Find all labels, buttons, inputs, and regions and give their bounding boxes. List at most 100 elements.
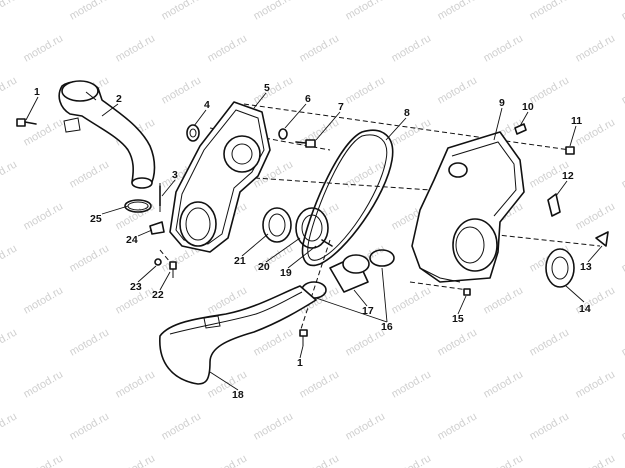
- watermark-text: motod.ru: [574, 200, 618, 232]
- callout-12: 12: [562, 170, 574, 182]
- watermark-text: motod.ru: [298, 452, 342, 468]
- watermark-text: motod.ru: [528, 326, 572, 358]
- watermark-text: motod.ru: [252, 410, 296, 442]
- label-10: [514, 123, 527, 135]
- sleeve-17: [329, 254, 370, 293]
- screw-1-top: [16, 118, 37, 127]
- watermark-text: motod.ru: [206, 452, 250, 468]
- watermark-text: motod.ru: [252, 326, 296, 358]
- callout-6: 6: [305, 93, 311, 105]
- bolt-7: [295, 139, 316, 148]
- watermark-text: motod.ru: [22, 452, 66, 468]
- callout-15: 15: [452, 313, 464, 325]
- washer-6: [278, 128, 288, 140]
- outer-cover-9: [411, 131, 525, 283]
- callout-1: 1: [34, 86, 40, 98]
- label-12: [547, 193, 561, 217]
- watermark-text: motod.ru: [620, 74, 625, 106]
- callout-11: 11: [571, 115, 582, 127]
- watermark-text: motod.ru: [528, 410, 572, 442]
- callout-16: 16: [381, 321, 393, 333]
- callout-5: 5: [264, 82, 270, 94]
- watermark-text: motod.ru: [68, 326, 112, 358]
- seal-21: [262, 207, 292, 243]
- callouts: 1 2 3 4 5 6 7 8 9 10 11 12 13 14 15 16 1…: [34, 82, 592, 401]
- watermark-text: motod.ru: [68, 158, 112, 190]
- watermark-text: motod.ru: [252, 0, 296, 23]
- callout-18: 18: [232, 389, 244, 401]
- watermark-text: motod.ru: [344, 74, 388, 106]
- inner-cover-5: [169, 101, 271, 253]
- watermark-text: motod.ru: [436, 74, 480, 106]
- clamp-16-right: [369, 249, 395, 267]
- callout-8: 8: [404, 107, 410, 119]
- nut-23: [154, 258, 162, 266]
- callout-23: 23: [130, 281, 142, 293]
- watermark-text: motod.ru: [114, 368, 158, 400]
- callout-4: 4: [204, 99, 210, 111]
- watermark-text: motod.ru: [22, 116, 66, 148]
- watermark-text: motod.ru: [620, 242, 625, 274]
- callout-19: 19: [280, 267, 292, 279]
- screw-15: [463, 288, 471, 296]
- drive-belt-8: [301, 129, 394, 267]
- watermark-text: motod.ru: [620, 0, 625, 23]
- watermark-text: motod.ru: [344, 158, 388, 190]
- watermark-text: motod.ru: [390, 116, 434, 148]
- gasket-14: [545, 248, 575, 288]
- watermark-text: motod.ru: [620, 158, 625, 190]
- bolt-22: [169, 261, 177, 278]
- watermark-text: motod.ru: [482, 368, 526, 400]
- intake-duct-upper: [58, 80, 156, 189]
- bolt-11: [565, 146, 575, 155]
- label-13: [595, 231, 609, 247]
- washer-4: [186, 124, 200, 142]
- callout-22: 22: [152, 289, 164, 301]
- callout-21: 21: [234, 255, 246, 267]
- watermark-text: motod.ru: [574, 452, 618, 468]
- callout-13: 13: [580, 261, 592, 273]
- watermark-text: motod.ru: [344, 410, 388, 442]
- watermark-text: motod.ru: [0, 242, 19, 274]
- hardware-24: [149, 221, 165, 235]
- leader-lines: [25, 92, 603, 391]
- watermark-text: motod.ru: [114, 32, 158, 64]
- watermark-text: motod.ru: [160, 410, 204, 442]
- watermark-text: motod.ru: [620, 410, 625, 442]
- intake-duct-lower: [159, 285, 317, 385]
- watermark-text: motod.ru: [0, 410, 19, 442]
- watermark-text: motod.ru: [574, 368, 618, 400]
- watermark-text: motod.ru: [206, 32, 250, 64]
- watermark-text: motod.ru: [528, 0, 572, 23]
- callout-14: 14: [579, 303, 591, 315]
- watermark-text: motod.ru: [436, 326, 480, 358]
- watermark-text: motod.ru: [0, 74, 19, 106]
- watermark-text: motod.ru: [436, 410, 480, 442]
- callout-1-lower: 1: [297, 357, 303, 369]
- callout-17: 17: [362, 305, 374, 317]
- watermark-text: motod.ru: [0, 326, 19, 358]
- watermark-text: motod.ru: [0, 0, 19, 23]
- watermark-text: motod.ru: [482, 32, 526, 64]
- callout-7: 7: [338, 101, 344, 113]
- watermark-text: motod.ru: [68, 0, 112, 23]
- watermark-text: motod.ru: [436, 0, 480, 23]
- watermark-text: motod.ru: [298, 116, 342, 148]
- clip-19: [321, 239, 333, 247]
- watermark-text: motod.ru: [22, 284, 66, 316]
- watermark-text: motod.ru: [390, 368, 434, 400]
- watermark-text: motod.ru: [574, 32, 618, 64]
- watermark-text: motod.ru: [298, 368, 342, 400]
- watermark-text: motod.ru: [160, 74, 204, 106]
- watermark-text: motod.ru: [390, 284, 434, 316]
- watermark-text: motod.ru: [528, 74, 572, 106]
- callout-3: 3: [172, 169, 178, 181]
- watermark-text: motod.ru: [344, 0, 388, 23]
- watermark-text: motod.ru: [482, 284, 526, 316]
- watermark-text: motod.ru: [298, 32, 342, 64]
- watermark-text: motod.ru: [160, 0, 204, 23]
- screw-1-bottom: [299, 329, 308, 346]
- watermark-text: motod.ru: [114, 452, 158, 468]
- watermark-text: motod.ru: [390, 32, 434, 64]
